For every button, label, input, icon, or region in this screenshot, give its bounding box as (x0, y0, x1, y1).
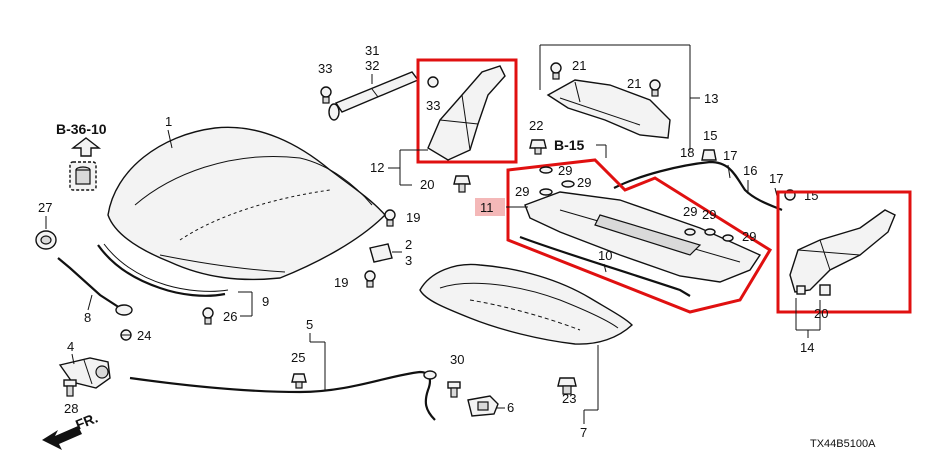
callout-5: 5 (306, 317, 313, 332)
callout-21-right: 21 (627, 76, 641, 91)
hood-panel[interactable] (107, 126, 386, 281)
callout-33-left: 33 (318, 61, 332, 76)
clip-21-right[interactable] (649, 79, 661, 97)
clip-25[interactable] (291, 373, 307, 389)
callout-9: 9 (262, 294, 269, 309)
clip-23[interactable] (557, 377, 577, 395)
release-cable-5[interactable] (129, 370, 436, 421)
hood-strut-32[interactable] (328, 71, 420, 121)
callout-31: 31 (365, 43, 379, 58)
callout-27: 27 (38, 200, 52, 215)
hood-seal-9[interactable] (97, 244, 226, 297)
callout-2: 2 (405, 237, 412, 252)
weatherstrip-10[interactable] (519, 235, 691, 297)
callout-4: 4 (67, 339, 74, 354)
highlight-label-11-bg (475, 198, 505, 216)
callout-15-top: 15 (703, 128, 717, 143)
callout-29-e: 29 (702, 207, 716, 222)
highlight-box-12 (416, 58, 518, 164)
callout-17-right: 17 (769, 171, 783, 186)
highlight-box-11 (506, 158, 773, 314)
callout-18: 18 (680, 145, 694, 160)
bolt-19-bottom[interactable] (364, 270, 376, 288)
callout-25: 25 (291, 350, 305, 365)
clip-22[interactable] (529, 139, 547, 155)
front-direction-arrow-icon (42, 426, 82, 450)
callout-17-top: 17 (723, 148, 737, 163)
bolt-30[interactable] (447, 381, 461, 398)
clip-20-left[interactable] (453, 175, 471, 193)
callout-32: 32 (365, 58, 379, 73)
front-label: FR. (73, 409, 100, 432)
callout-29-b: 29 (577, 175, 591, 190)
callout-26: 26 (223, 309, 237, 324)
clip-20-right-b[interactable] (796, 285, 806, 295)
callout-21-left: 21 (572, 58, 586, 73)
hood-insulator-7[interactable] (419, 263, 634, 345)
connector-15-top[interactable] (701, 149, 717, 161)
callout-14: 14 (800, 340, 814, 355)
callout-11: 11 (480, 200, 494, 215)
seal-29-a[interactable] (539, 166, 553, 174)
release-handle-6[interactable] (467, 395, 499, 417)
seal-29-e[interactable] (704, 228, 716, 236)
callout-30: 30 (450, 352, 464, 367)
callout-1: 1 (165, 114, 172, 129)
clip-24[interactable] (120, 329, 132, 341)
cowl-top-11[interactable] (524, 191, 762, 283)
callout-6: 6 (507, 400, 514, 415)
seal-29-f[interactable] (722, 234, 734, 242)
callout-19-bottom: 19 (334, 275, 348, 290)
callout-10: 10 (598, 248, 612, 263)
washer-hose-18[interactable] (613, 160, 783, 212)
bolt-33-left[interactable] (320, 86, 332, 104)
clip-20-right-a[interactable] (819, 284, 831, 296)
callout-28: 28 (64, 401, 78, 416)
support-rod-8[interactable] (57, 257, 121, 309)
callout-23: 23 (562, 391, 576, 406)
seal-29-b[interactable] (561, 180, 575, 188)
highlight-box-14 (776, 190, 912, 314)
bumper-stop-icon (69, 161, 97, 191)
callout-33-right: 33 (426, 98, 440, 113)
clip-21-left[interactable] (550, 62, 562, 80)
callout-8: 8 (84, 310, 91, 325)
callout-29-c: 29 (515, 184, 529, 199)
callout-13: 13 (704, 91, 718, 106)
callout-12: 12 (370, 160, 384, 175)
ref-label-b36: B-36-10 (56, 121, 107, 137)
cowl-panel-13[interactable] (546, 79, 671, 139)
cowl-side-cover-12[interactable] (427, 65, 506, 161)
callout-29-f: 29 (742, 229, 756, 244)
callout-15-right: 15 (804, 188, 818, 203)
leader-1 (167, 129, 173, 149)
callout-29-a: 29 (558, 163, 572, 178)
clip-26[interactable] (202, 307, 214, 325)
ref-label-b15: B-15 (554, 137, 585, 153)
arrow-up-icon (70, 137, 102, 157)
bracket-2[interactable] (369, 243, 393, 263)
seal-29-d[interactable] (684, 228, 696, 236)
callout-20-left: 20 (420, 177, 434, 192)
catalog-code: TX44B5100A (810, 438, 876, 450)
callout-20-right: 20 (814, 306, 828, 321)
callout-3: 3 (405, 253, 412, 268)
bolt-19-top[interactable] (384, 209, 396, 227)
grommet-27[interactable] (35, 230, 57, 250)
callout-16: 16 (743, 163, 757, 178)
callout-7: 7 (580, 425, 587, 440)
callout-24: 24 (137, 328, 151, 343)
bolt-33-right[interactable] (427, 76, 439, 88)
callout-19-top: 19 (406, 210, 420, 225)
seal-29-c[interactable] (539, 188, 553, 196)
callout-29-d: 29 (683, 204, 697, 219)
bolt-28[interactable] (63, 379, 77, 397)
callout-22: 22 (529, 118, 543, 133)
cowl-side-cover-14[interactable] (789, 209, 896, 293)
